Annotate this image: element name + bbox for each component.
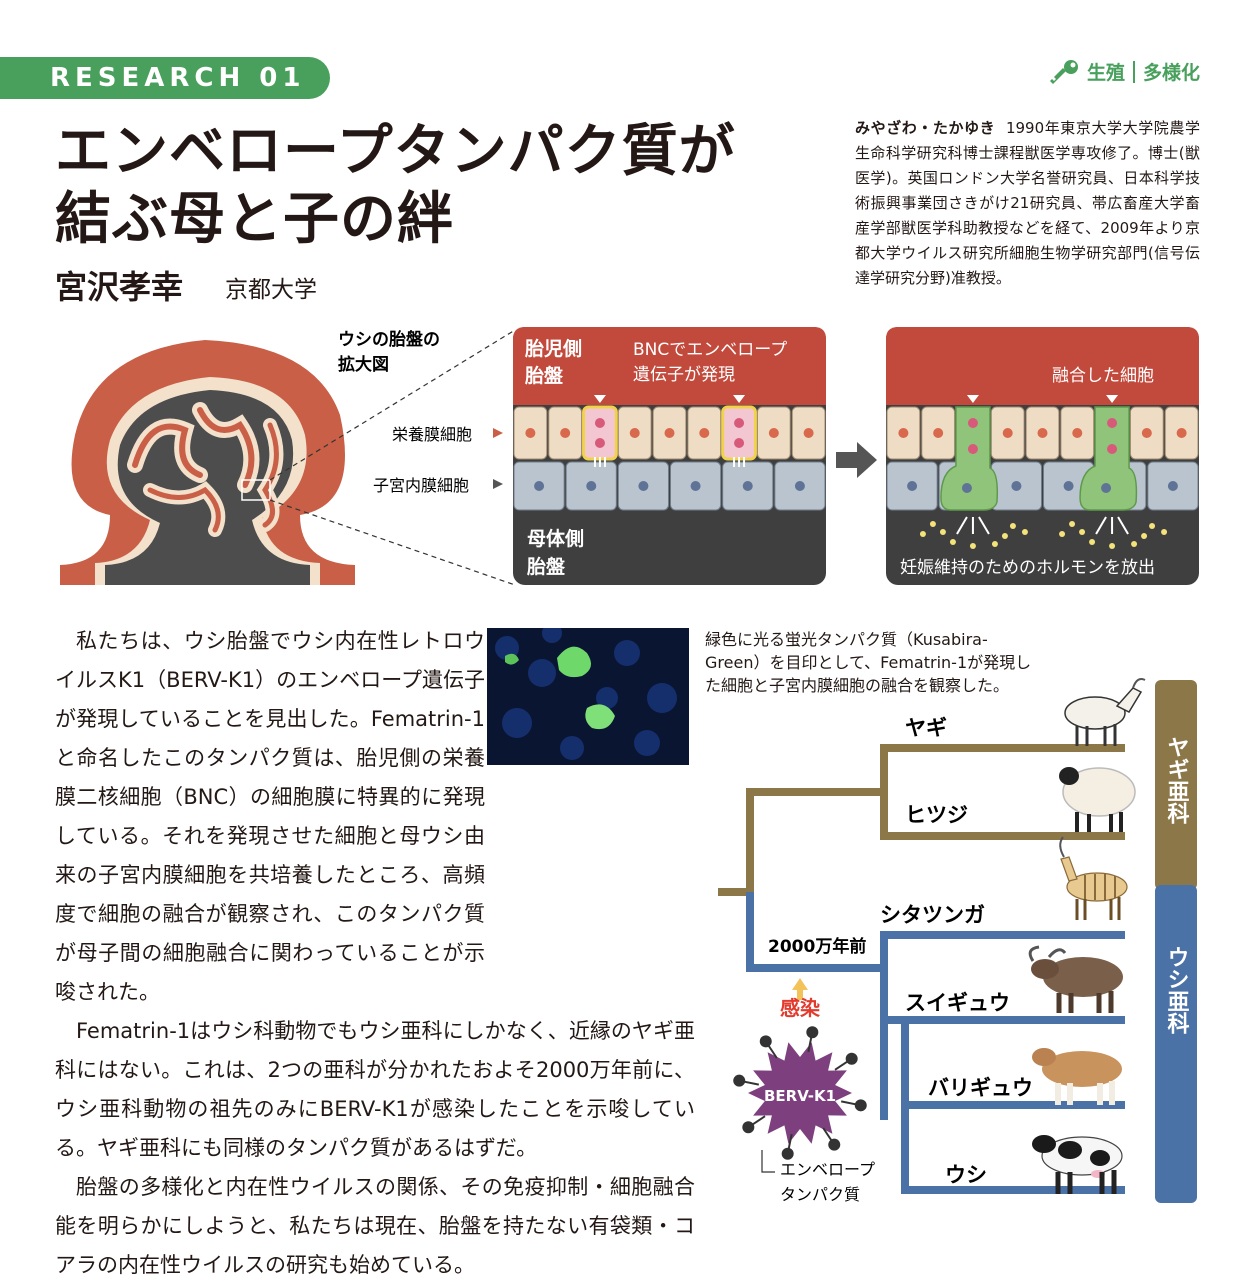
title-line-2: 結ぶ母と子の絆 [55,187,454,252]
hormone-label: 妊娠維持のためのホルモンを放出 [900,558,1155,578]
microscopy-image [487,628,689,765]
article-title: エンベロープタンパク質が 結ぶ母と子の絆 [55,118,835,254]
fused-cell [940,406,999,511]
virus-icon [733,1026,867,1160]
placenta-label-line1: ウシの胎盤の [338,329,440,350]
cell-panel-before [513,327,826,585]
species-bali-cattle: バリギュウ [928,1076,1033,1100]
bovinae-bar [1155,885,1197,1203]
cattle-icon [1032,1135,1123,1194]
keyword-reproduction: 生殖 [1086,62,1125,84]
species-water-buffalo: スイギュウ [905,991,1010,1015]
sitatunga-icon [1059,836,1128,920]
infection-label: 感染 [780,996,821,1020]
species-sitatunga: シタツンガ [880,903,985,927]
title-line-1: エンベロープタンパク質が [55,119,736,184]
fetal-side-line2: 胎盤 [525,364,564,387]
bovinae-label: ウシ亜科 [1164,946,1190,1034]
virus-label: BERV-K1 [764,1087,836,1105]
author-affiliation: 京都大学 [225,277,317,303]
phylogenetic-tree: ヤギ亜科 ウシ亜科 ヤギ ヒツジ シタツンガ スイギュウ バリギュウ ウシ 20… [718,678,1197,1204]
bovinae-branches [746,892,1125,1194]
placenta-figure: ウシの胎盤の 拡大図 栄養膜細胞 子宮内膜細胞 胎児側 胎盤 BNCでエンベロー… [60,327,1199,586]
species-sheep: ヒツジ [905,803,968,827]
trophoblast-arrow-icon [493,428,503,438]
author-bio: みやざわ・たかゆき 1990年東京大学大学院農学生命科学研究科博士課程獣医学専攻… [855,116,1200,291]
divergence-time: 2000万年前 [768,936,866,957]
caprinae-label: ヤギ亜科 [1164,736,1190,824]
endometrium-label: 子宮内膜細胞 [373,476,469,495]
envelope-label-line2: タンパク質 [780,1185,860,1204]
article-body: 私たちは、ウシ胎盤でウシ内在性レトロウイルスK1（BERV-K1）のエンベロープ… [55,622,695,1285]
keyword-divider [1132,60,1135,83]
caprinae-bar [1155,680,1197,890]
envelope-label-line1: エンベロープ [780,1160,875,1179]
placenta-illustration [60,340,355,585]
cell-panel-after [886,327,1199,585]
keyword-tags: 生殖 多様化 [1049,58,1200,85]
body-paragraph-3: 胎盤の多様化と内在性ウイルスの関係、その免疫抑制・細胞融合能を明らかにしようと、… [55,1175,695,1277]
key-icon [1049,59,1078,84]
bio-name: みやざわ・たかゆき [855,119,996,137]
bali-cattle-icon [1032,1048,1122,1105]
research-badge: RESEARCH 01 [0,57,330,99]
fused-cell [1079,406,1138,511]
species-goat: ヤギ [905,716,947,740]
trophoblast-label: 栄養膜細胞 [392,425,472,444]
goat-icon [1064,678,1146,746]
species-cattle: ウシ [945,1163,987,1187]
caprinae-branches [718,744,1125,896]
body-paragraph-1: 私たちは、ウシ胎盤でウシ内在性レトロウイルスK1（BERV-K1）のエンベロープ… [55,629,485,1004]
bnc-label-line1: BNCでエンベロープ [633,340,787,360]
binucleate-cell [582,405,618,461]
keyword-diversification: 多様化 [1142,62,1200,84]
fetal-side-line1: 胎児側 [525,337,582,360]
sheep-icon [1059,767,1136,832]
body-paragraph-2: Fematrin-1はウシ科動物でもウシ亜科にしかなく、近縁のヤギ亜科にはない。… [55,1019,695,1160]
endometrium-arrow-icon [493,479,503,489]
fused-cell-label: 融合した細胞 [1052,366,1154,386]
author-name: 宮沢孝幸 [55,268,184,306]
placenta-label-line2: 拡大図 [338,354,389,375]
maternal-side-line2: 胎盤 [527,555,566,578]
image-caption: 緑色に光る蛍光タンパク質（Kusabira-Green）を目印として、Femat… [705,630,1032,695]
progression-arrow-icon [836,442,877,478]
infection-arrow-icon [792,978,808,1000]
maternal-side-line1: 母体側 [527,527,584,550]
envelope-leader-line [761,1150,775,1173]
binucleate-cell [721,405,757,461]
bio-text: 1990年東京大学大学院農学生命科学研究科博士課程獣医学専攻修了。博士(獣医学)… [855,119,1200,287]
fluorescence-micrograph [487,628,689,765]
bnc-label-line2: 遺伝子が発現 [633,365,735,385]
water-buffalo-icon [1028,945,1123,1013]
